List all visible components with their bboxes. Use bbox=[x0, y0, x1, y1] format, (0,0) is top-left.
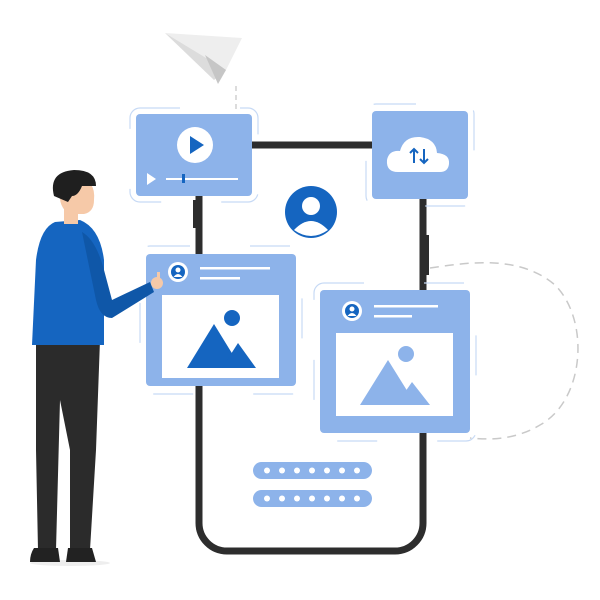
person-figure bbox=[30, 170, 163, 566]
cloud-sync-card bbox=[365, 103, 475, 207]
password-dots-field[interactable] bbox=[253, 490, 372, 507]
post-card-right[interactable] bbox=[313, 282, 477, 442]
hair bbox=[52, 170, 96, 202]
user-avatar-icon bbox=[285, 186, 337, 238]
post-card-left[interactable] bbox=[139, 245, 303, 395]
image-icon bbox=[360, 346, 430, 405]
progress-bar[interactable] bbox=[166, 178, 238, 180]
play-icon bbox=[190, 136, 204, 154]
dashed-connector bbox=[429, 261, 579, 440]
password-dots-field[interactable] bbox=[253, 462, 372, 479]
cloud-sync-icon bbox=[386, 136, 450, 172]
video-player-card[interactable] bbox=[129, 107, 259, 203]
image-icon bbox=[187, 310, 256, 368]
paper-plane-icon bbox=[165, 33, 242, 112]
